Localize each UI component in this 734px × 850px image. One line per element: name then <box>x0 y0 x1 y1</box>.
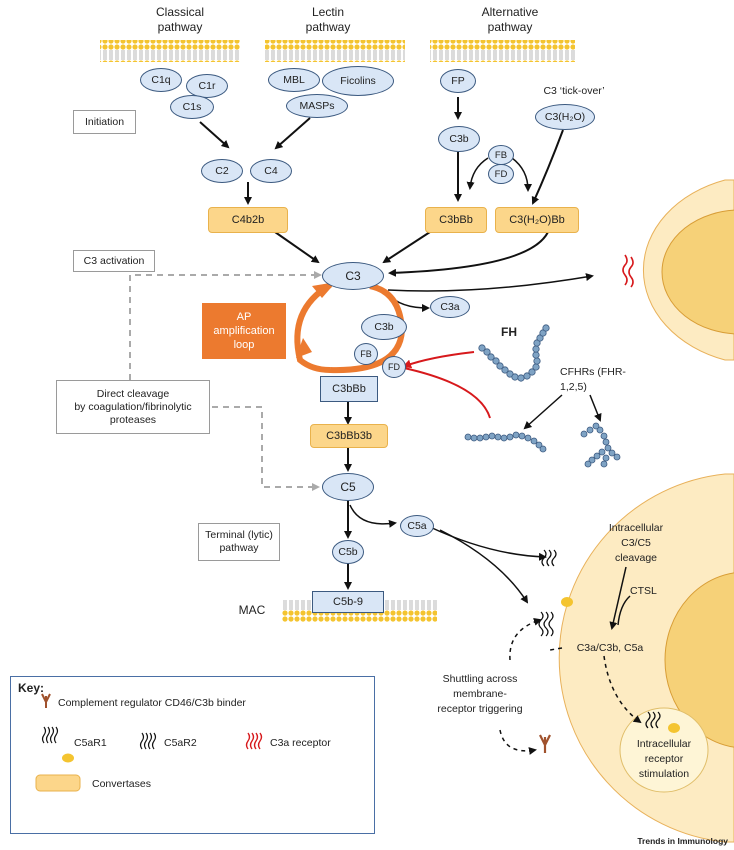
masps-molecule: MASPs <box>286 94 348 118</box>
key-cd46-label: Complement regulator CD46/C3b binder <box>58 697 246 709</box>
c3-tickover-label: C3 ‘tick-over’ <box>543 85 605 97</box>
c5b-molecule: C5b <box>332 540 364 564</box>
shuttling-label: Shuttling across membrane- receptor trig… <box>437 673 523 715</box>
ctsl-label: CTSL <box>630 585 657 597</box>
membrane-alternative <box>430 40 575 62</box>
c3b-molecule-loop: C3b <box>361 314 407 340</box>
footer-credit: Trends in Immunology <box>637 836 728 846</box>
mac-label: MAC <box>238 603 266 617</box>
c3bbb-convertase-top: C3bBb <box>425 207 487 233</box>
c3a-c3b-c5a-label: C3a/C3b, C5a <box>576 642 644 654</box>
cd46-on-cell <box>539 734 551 753</box>
c3bbb3b-convertase: C3bBb3b <box>310 424 388 448</box>
c3-molecule: C3 <box>322 262 384 290</box>
terminal-pathway-box: Terminal (lytic) pathway <box>198 523 280 561</box>
fh-label: FH <box>501 325 517 339</box>
alternative-pathway-title: Alternative pathway <box>481 5 539 34</box>
amplification-loop-left <box>294 282 332 373</box>
key-convertase-swatch <box>35 774 81 792</box>
c3b-molecule-top: C3b <box>438 126 480 152</box>
c5-molecule: C5 <box>322 473 374 501</box>
membrane-lectin <box>265 40 405 62</box>
c3-activation-box: C3 activation <box>73 250 155 272</box>
c3bbb-loop-convertase: C3bBb <box>320 376 378 402</box>
key-c3ar-icon <box>245 732 263 750</box>
c5ar2-receptor-cell <box>541 549 557 567</box>
fp-molecule: FP <box>440 69 476 93</box>
c3a-molecule: C3a <box>430 296 470 318</box>
c4-molecule: C4 <box>250 159 292 183</box>
key-title: Key: <box>18 681 45 695</box>
c5a-molecule: C5a <box>400 515 434 537</box>
membrane-classical <box>100 40 240 62</box>
ficolins-molecule: Ficolins <box>322 66 394 96</box>
key-convertases-label: Convertases <box>92 778 151 790</box>
key-cd46-icon <box>41 693 51 708</box>
c3h2o-molecule: C3(H₂O) <box>535 104 595 130</box>
initiation-box: Initiation <box>73 110 136 134</box>
key-c5ar1-label: C5aR1 <box>74 737 107 749</box>
c2-molecule: C2 <box>201 159 243 183</box>
c1q-molecule: C1q <box>140 68 182 92</box>
c1s-molecule: C1s <box>170 95 214 119</box>
fb-molecule-top: FB <box>488 145 514 165</box>
c4b2b-convertase: C4b2b <box>208 207 288 233</box>
c3a-receptor-top <box>622 254 628 286</box>
c1r-molecule: C1r <box>186 74 228 98</box>
fd-molecule-top: FD <box>488 164 514 184</box>
ap-amplification-box: AP amplification loop <box>202 303 286 359</box>
intracellular-cleavage-label: Intracellular C3/C5 cleavage <box>608 522 664 564</box>
nucleus-top <box>661 209 734 335</box>
mbl-molecule: MBL <box>268 68 320 92</box>
intracellular-receptor-label: Intracellular receptor stimulation <box>636 738 692 780</box>
nucleus-bottom <box>664 572 734 748</box>
classical-pathway-title: Classical pathway <box>155 5 204 34</box>
cfhrs-label: CFHRs (FHR- 1,2,5) <box>560 366 626 393</box>
key-c3ar-label: C3a receptor <box>270 737 331 749</box>
c5b9-complex: C5b-9 <box>312 591 384 613</box>
key-c5ar2-label: C5aR2 <box>164 737 197 749</box>
cfhr-proteins <box>464 422 621 468</box>
c5ar1-receptor-cell <box>538 597 573 637</box>
fd-molecule-loop: FD <box>382 356 406 378</box>
direct-cleavage-box: Direct cleavage by coagulation/fibrinoly… <box>56 380 210 434</box>
intracellular-vesicle <box>619 707 709 793</box>
key-c5ar1-icon <box>41 726 74 763</box>
c3h2obb-convertase: C3(H₂O)Bb <box>495 207 579 233</box>
lectin-pathway-title: Lectin pathway <box>305 5 351 34</box>
fb-molecule-loop: FB <box>354 343 378 365</box>
key-c5ar2-icon <box>139 732 157 750</box>
key-box <box>10 676 375 834</box>
fh-protein <box>478 324 550 382</box>
intracellular-receptor <box>645 711 680 733</box>
